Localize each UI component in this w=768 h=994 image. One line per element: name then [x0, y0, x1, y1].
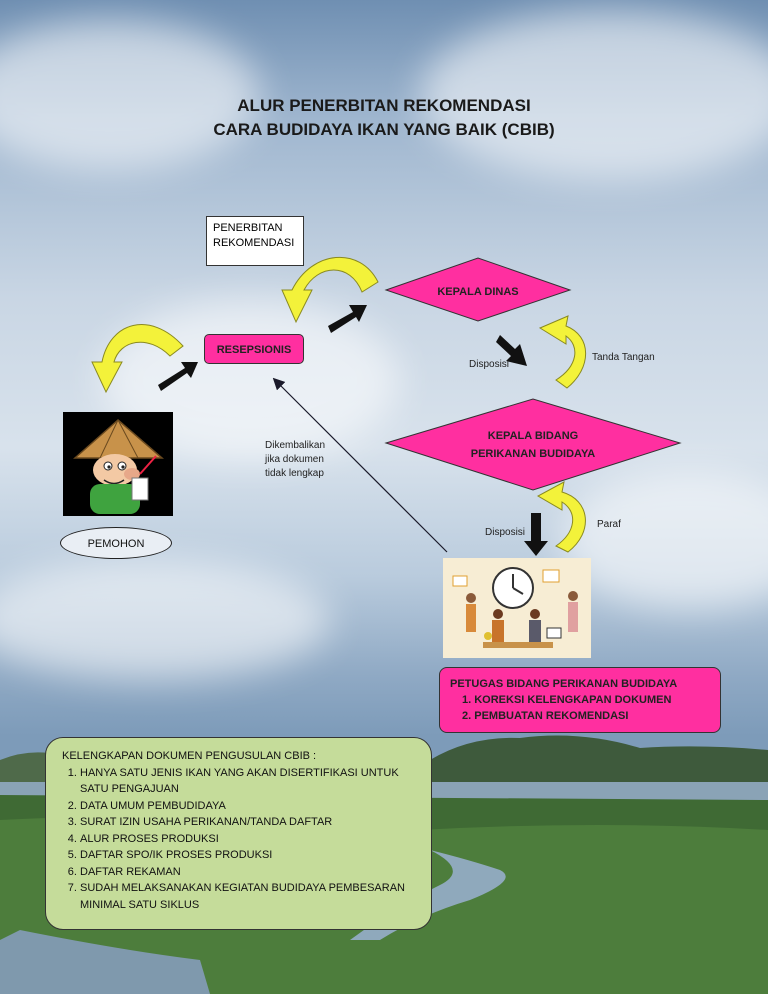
dikembalikan-label-line-2: jika dokumen — [264, 454, 324, 465]
kepala-bidang-diamond — [384, 398, 682, 491]
kelengkapan-title: KELENGKAPAN DOKUMEN PENGUSULAN CBIB : — [62, 750, 317, 762]
kepala-bidang-label-line-2: PERIKANAN BUDIDAYA — [471, 448, 596, 460]
penerbitan-rekomendasi-tag: PENERBITAN REKOMENDASI — [206, 216, 304, 266]
kelengkapan-item: DAFTAR SPO/IK PROSES PRODUKSI — [80, 847, 419, 864]
pemohon-character-image — [63, 412, 173, 516]
kepala-dinas-diamond — [384, 257, 572, 322]
kepala-dinas-label: KEPALA DINAS — [437, 286, 518, 298]
petugas-title: PETUGAS BIDANG PERIKANAN BUDIDAYA — [450, 678, 678, 690]
dikembalikan-label-line-3: tidak lengkap — [265, 468, 324, 479]
resepsionis-label: RESEPSIONIS — [216, 344, 292, 356]
petugas-office-illustration — [443, 558, 591, 658]
hill-right — [430, 735, 768, 790]
arrow-dikembalikan — [272, 377, 448, 553]
yellow-arrow-kepala-dinas-to-penerbitan — [281, 257, 379, 324]
petugas-item-1: 1. KOREKSI KELENGKAPAN DOKUMEN — [462, 694, 672, 706]
penerbitan-rekomendasi-label: PENERBITAN REKOMENDASI — [213, 222, 295, 249]
yellow-arrow-resepsionis-to-pemohon — [91, 324, 184, 394]
arrow-kepala-bidang-disposisi — [524, 513, 548, 556]
kelengkapan-list: HANYA SATU JENIS IKAN YANG AKAN DISERTIF… — [62, 765, 419, 914]
tanda-tangan-label: Tanda Tangan — [592, 352, 655, 363]
kelengkapan-item: SUDAH MELAKSANAKAN KEGIATAN BUDIDAYA PEM… — [80, 880, 419, 913]
cloud — [560, 470, 768, 610]
pemohon-ellipse: PEMOHON — [60, 527, 172, 559]
kelengkapan-item: SURAT IZIN USAHA PERIKANAN/TANDA DAFTAR — [80, 814, 419, 831]
dikembalikan-label-line-1: Dikembalikan — [265, 440, 325, 451]
resepsionis-box: RESEPSIONIS — [204, 334, 304, 364]
petugas-item-2: 2. PEMBUATAN REKOMENDASI — [462, 710, 629, 722]
cloud — [0, 20, 260, 170]
kelengkapan-item: HANYA SATU JENIS IKAN YANG AKAN DISERTIF… — [80, 765, 419, 798]
kelengkapan-dokumen-box: KELENGKAPAN DOKUMEN PENGUSULAN CBIB : HA… — [45, 737, 432, 930]
arrow-resepsionis-to-kepala-dinas — [328, 305, 367, 333]
page-title: ALUR PENERBITAN REKOMENDASI CARA BUDIDAY… — [0, 94, 768, 142]
petugas-box: PETUGAS BIDANG PERIKANAN BUDIDAYA 1. KOR… — [439, 667, 721, 733]
paraf-label: Paraf — [597, 519, 621, 530]
title-line-2: CARA BUDIDAYA IKAN YANG BAIK (CBIB) — [213, 120, 555, 139]
yellow-arrow-paraf — [536, 481, 586, 553]
arrow-kepala-dinas-disposisi — [496, 335, 527, 366]
kelengkapan-item: DAFTAR REKAMAN — [80, 864, 419, 881]
cloud — [0, 560, 330, 680]
arrow-pemohon-to-resepsionis — [158, 362, 198, 391]
disposisi-label-1: Disposisi — [469, 359, 509, 370]
title-line-1: ALUR PENERBITAN REKOMENDASI — [237, 96, 531, 115]
river-bottom — [0, 930, 210, 994]
disposisi-label-2: Disposisi — [485, 527, 525, 538]
cloud — [420, 10, 768, 180]
yellow-arrow-tanda-tangan — [538, 315, 587, 389]
kelengkapan-item: ALUR PROSES PRODUKSI — [80, 831, 419, 848]
kelengkapan-item: DATA UMUM PEMBUDIDAYA — [80, 798, 419, 815]
kepala-bidang-label-line-1: KEPALA BIDANG — [488, 430, 578, 442]
pemohon-label: PEMOHON — [87, 538, 145, 550]
